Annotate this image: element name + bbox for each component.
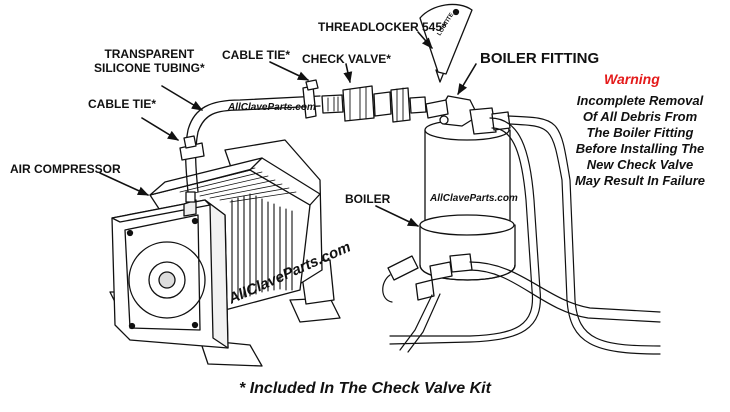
check-valve-part: [321, 85, 427, 123]
watermark-boiler: AllClaveParts.com: [430, 193, 518, 204]
label-tubing-line1: TRANSPARENT: [104, 47, 195, 61]
boiler-part: [387, 95, 516, 301]
label-boiler: BOILER: [345, 192, 391, 206]
label-tubing-line2: SILICONE TUBING*: [94, 61, 205, 75]
label-check-valve: CHECK VALVE*: [302, 52, 391, 66]
cable-tie-left-part: [179, 135, 205, 161]
label-transparent-tubing: TRANSPARENT SILICONE TUBING*: [94, 47, 205, 75]
label-cable-tie-top: CABLE TIE*: [222, 48, 291, 62]
pointer-arrows: [99, 31, 477, 227]
label-boiler-fitting: BOILER FITTING: [480, 50, 600, 67]
silicone-tubing: [185, 95, 321, 193]
label-cable-tie-left: CABLE TIE*: [88, 97, 157, 111]
watermark-tubing: AllClaveParts.com: [228, 102, 316, 113]
cable-tie-top-part: [302, 79, 319, 119]
air-compressor: [109, 139, 341, 367]
label-threadlocker: THREADLOCKER 545*: [318, 20, 447, 34]
warning-body: Incomplete Removal Of All Debris From Th…: [574, 93, 706, 188]
warning-title: Warning: [604, 71, 660, 87]
threadlocker-bottle: LOCTITE: [419, 3, 473, 83]
label-air-compressor: AIR COMPRESSOR: [10, 162, 121, 176]
footer-note: * Included In The Check Valve Kit: [239, 380, 491, 397]
boiler-tubes: [382, 115, 661, 355]
